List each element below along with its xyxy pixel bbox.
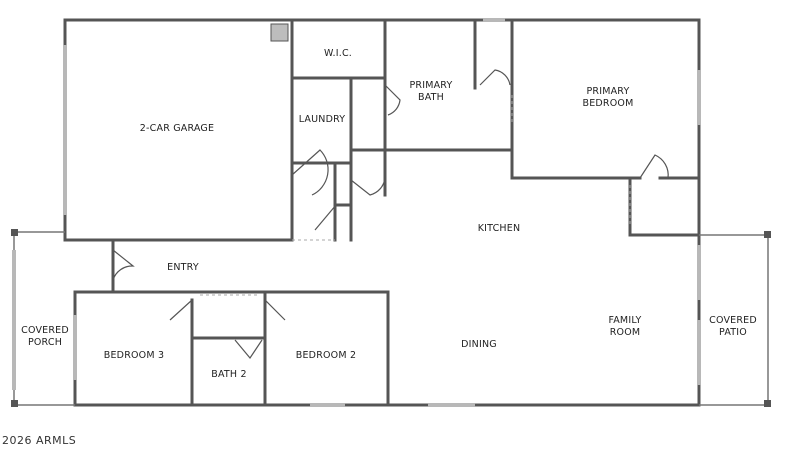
label-bedroom3: BEDROOM 3 — [104, 350, 164, 361]
label-primary-bath-1: PRIMARY — [409, 80, 452, 91]
label-dining: DINING — [461, 339, 497, 350]
windows — [12, 18, 701, 407]
label-bath2: BATH 2 — [211, 369, 247, 380]
walls — [63, 18, 701, 407]
label-family-room-2: ROOM — [610, 327, 641, 338]
openings — [200, 95, 631, 296]
label-covered-patio-1: COVERED — [709, 315, 757, 326]
label-garage: 2-CAR GARAGE — [140, 123, 214, 134]
label-laundry: LAUNDRY — [299, 114, 346, 125]
label-family-room-1: FAMILY — [608, 315, 641, 326]
label-bedroom2: BEDROOM 2 — [296, 350, 356, 361]
label-covered-patio-2: PATIO — [719, 327, 747, 338]
label-entry: ENTRY — [167, 262, 199, 273]
label-primary-bath-2: BATH — [418, 92, 444, 103]
label-primary-bedroom-1: PRIMARY — [586, 86, 629, 97]
label-kitchen: KITCHEN — [478, 223, 521, 234]
label-primary-bedroom-2: BEDROOM — [583, 98, 634, 109]
posts — [11, 229, 771, 407]
garage-post — [270, 23, 289, 42]
copyright-text: 2026 ARMLS — [2, 434, 77, 447]
doors — [112, 69, 669, 360]
label-wic: W.I.C. — [324, 48, 352, 59]
label-covered-porch-2: PORCH — [28, 337, 62, 348]
label-covered-porch-1: COVERED — [21, 325, 69, 336]
room-labels: 2-CAR GARAGE W.I.C. LAUNDRY PRIMARY BATH… — [21, 48, 757, 380]
porch-patio-outlines — [13, 231, 769, 406]
